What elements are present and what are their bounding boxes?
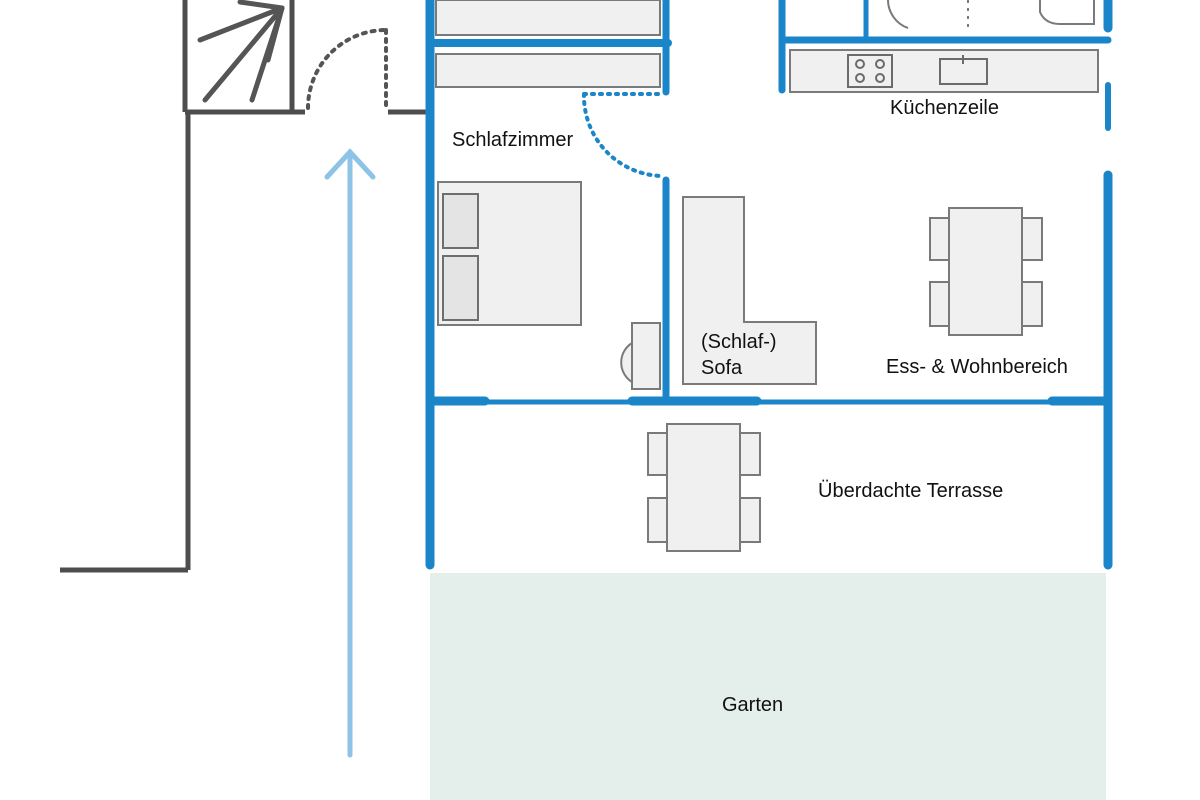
- label-bedroom: Schlafzimmer: [452, 129, 573, 151]
- label-sofa-line2: Sofa: [701, 357, 743, 379]
- label-sofa-line1: (Schlaf-): [701, 331, 777, 353]
- label-garden: Garten: [722, 694, 783, 716]
- sleeping-sofa: [682, 196, 817, 385]
- double-bed: [437, 181, 582, 326]
- dining-table: [929, 207, 1043, 336]
- kitchen-counter: [789, 49, 1099, 93]
- wardrobe-bedroom: [435, 53, 661, 88]
- top-right-fixtures: [887, 0, 1095, 30]
- label-terrace: Überdachte Terrasse: [818, 480, 1003, 502]
- stove-icon: [847, 54, 893, 88]
- sink-icon: [939, 55, 988, 85]
- shower-icon: [197, 0, 285, 103]
- bedroom-chair: [620, 322, 661, 390]
- label-kitchen: Küchenzeile: [890, 97, 999, 119]
- entrance-arrow-icon: [324, 148, 376, 758]
- blue-walls: [425, 0, 1113, 570]
- wardrobe-top: [435, 0, 661, 36]
- terrace-table: [647, 423, 761, 552]
- bathroom-door-arc: [306, 28, 388, 110]
- left-structure: [60, 0, 430, 573]
- bedroom-door: [581, 92, 664, 178]
- garden-area: [430, 573, 1106, 800]
- label-living: Ess- & Wohnbereich: [886, 356, 1068, 378]
